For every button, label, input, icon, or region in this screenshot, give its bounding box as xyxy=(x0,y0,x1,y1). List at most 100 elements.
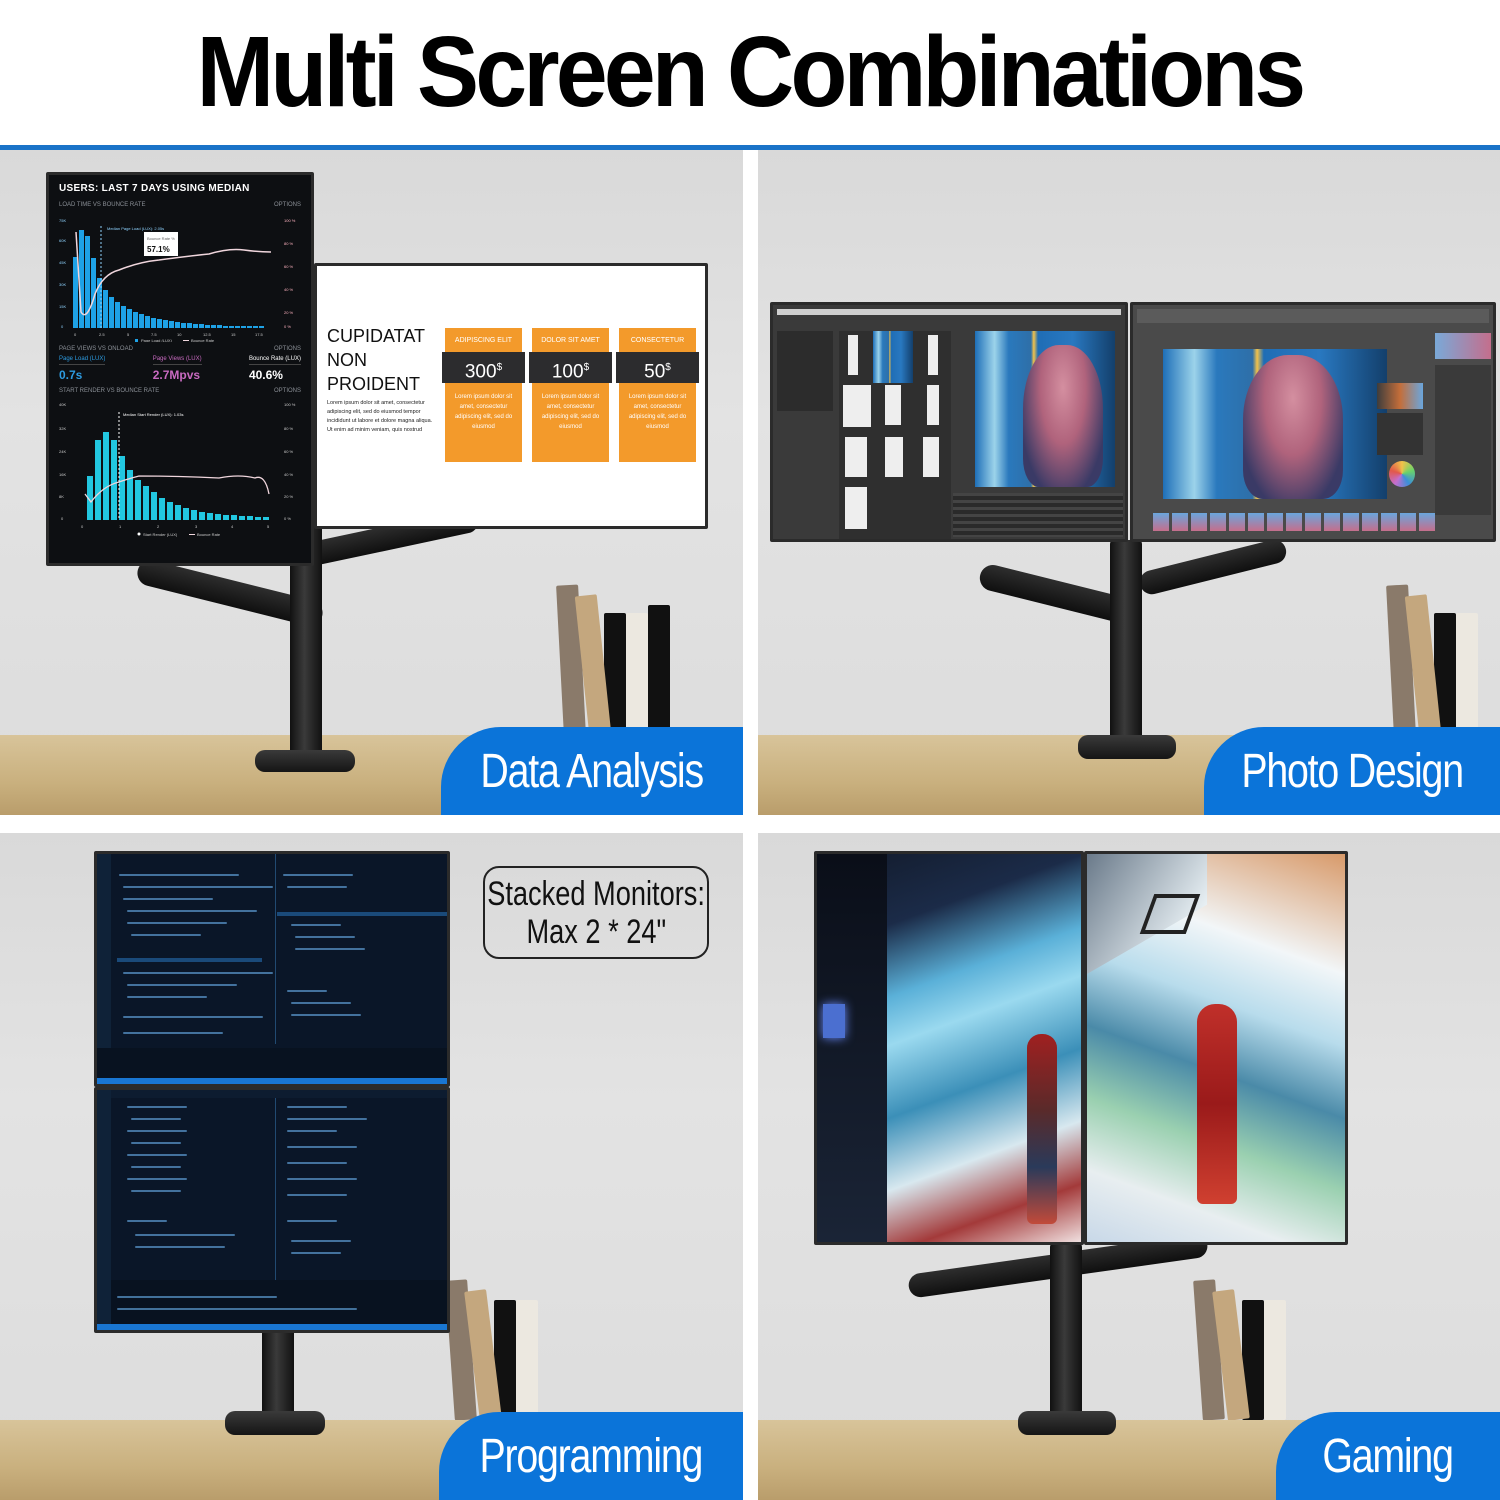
svg-text:20 %: 20 % xyxy=(284,494,294,499)
svg-text:100 %: 100 % xyxy=(284,218,296,223)
kpi-bounce-rate: Bounce Rate (LUX) 40.6% xyxy=(248,356,301,382)
svg-text:60 %: 60 % xyxy=(284,264,294,269)
page-title: Multi Screen Combinations xyxy=(197,16,1307,128)
svg-text:16K: 16K xyxy=(59,472,66,477)
panel-data-analysis: USERS: LAST 7 DAYS USING MEDIAN LOAD TIM… xyxy=(0,150,743,815)
mount-base xyxy=(1018,1411,1116,1435)
label-data-analysis: Data Analysis xyxy=(441,727,743,815)
svg-text:Bounce Rate: Bounce Rate xyxy=(191,338,215,342)
svg-text:80 %: 80 % xyxy=(284,241,294,246)
books xyxy=(445,1279,538,1421)
monitor-bottom xyxy=(94,1087,450,1333)
svg-text:5: 5 xyxy=(267,524,270,529)
svg-text:32K: 32K xyxy=(59,426,66,431)
kpi-row: Page Load (LUX) 0.7s Page Views (LUX) 2.… xyxy=(59,356,301,382)
svg-text:40 %: 40 % xyxy=(284,287,294,292)
monitor-left xyxy=(770,302,1128,542)
chart2-title: START RENDER VS BOUNCE RATE xyxy=(59,388,160,394)
svg-text:Median Page Load (LUX): 2.05s: Median Page Load (LUX): 2.05s xyxy=(107,226,164,231)
kpi-value: 40.6% xyxy=(248,368,283,382)
load-time-chart: Bounce Rate % 57.1% Median Page Load (LU… xyxy=(59,212,301,343)
card-body: Lorem ipsum dolor sit amet, consectetur … xyxy=(454,394,513,430)
kpi-label: Page Load (LUX) xyxy=(59,356,106,365)
svg-text:60 %: 60 % xyxy=(284,449,294,454)
start-render-chart-svg: Median Start Render (LUX): 1.03s 40K 32K 2… xyxy=(59,402,296,537)
game-scene-right xyxy=(1087,854,1345,1242)
card-heading: ADIPISCING ELIT xyxy=(454,337,513,344)
mount-base xyxy=(1078,735,1176,759)
svg-text:20 %: 20 % xyxy=(284,310,294,315)
mount-arm-left xyxy=(977,562,1129,624)
pricing-page: CUPIDATAT NON PROIDENT Lorem ipsum dolor… xyxy=(317,266,705,526)
svg-text:40K: 40K xyxy=(59,402,66,407)
label-photo-design: Photo Design xyxy=(1204,727,1500,815)
svg-text:24K: 24K xyxy=(59,449,66,454)
pricing-card[interactable]: ADIPISCING ELIT 300$ Lorem ipsum dolor s… xyxy=(442,328,525,462)
card-heading: DOLOR SIT AMET xyxy=(541,337,600,344)
svg-text:57.1%: 57.1% xyxy=(147,245,170,254)
books xyxy=(556,584,670,736)
pricing-title: CUPIDATAT NON PROIDENT xyxy=(327,326,425,394)
code-editor-bottom xyxy=(97,1090,447,1330)
svg-text:Bounce Rate %: Bounce Rate % xyxy=(147,236,175,241)
svg-text:80 %: 80 % xyxy=(284,426,294,431)
card-body: Lorem ipsum dolor sit amet, consectetur … xyxy=(541,394,600,430)
page-header: Multi Screen Combinations xyxy=(0,0,1500,145)
label-gaming: Gaming xyxy=(1276,1412,1500,1500)
svg-text:100 %: 100 % xyxy=(284,402,296,407)
kpi-value: 0.7s xyxy=(59,368,83,382)
svg-text:0 %: 0 % xyxy=(284,516,291,521)
svg-text:Bounce Rate: Bounce Rate xyxy=(197,532,221,537)
monitor-right-portrait xyxy=(1084,851,1348,1245)
pricing-card[interactable]: DOLOR SIT AMET 100$ Lorem ipsum dolor si… xyxy=(529,328,612,462)
panel-gaming: Gaming xyxy=(758,833,1500,1500)
mount-pole xyxy=(1110,540,1142,750)
load-time-chart-svg: Bounce Rate % 57.1% Median Page Load (LU… xyxy=(59,218,296,343)
header-divider xyxy=(0,145,1500,150)
svg-text:0: 0 xyxy=(61,324,64,329)
svg-text:Page Load (LUX): Page Load (LUX) xyxy=(141,338,173,342)
svg-text:3: 3 xyxy=(195,524,198,529)
monitor-top xyxy=(94,851,450,1087)
analytics-dashboard: USERS: LAST 7 DAYS USING MEDIAN LOAD TIM… xyxy=(49,175,311,563)
chart1-title: LOAD TIME VS BOUNCE RATE xyxy=(59,202,146,208)
panel-programming: Stacked Monitors: Max 2 * 24" Programmin… xyxy=(0,833,743,1500)
start-render-chart: Median Start Render (LUX): 1.03s 40K 32K 2… xyxy=(59,398,301,538)
svg-text:17.5: 17.5 xyxy=(255,332,264,337)
chart2-options[interactable]: OPTIONS xyxy=(273,388,301,394)
kpi-page-load: Page Load (LUX) 0.7s xyxy=(59,356,106,382)
card-heading: CONSECTETUR xyxy=(630,337,685,344)
svg-text:1: 1 xyxy=(119,524,122,529)
mount-pole xyxy=(1050,1243,1082,1423)
kpi-options[interactable]: OPTIONS xyxy=(273,346,301,352)
svg-text:0: 0 xyxy=(61,516,64,521)
kpi-page-views: Page Views (LUX) 2.7Mpvs xyxy=(152,356,202,382)
svg-text:5: 5 xyxy=(127,332,130,337)
photo-browser-app xyxy=(773,305,1125,539)
books xyxy=(1386,584,1478,736)
mount-arm-right xyxy=(1137,537,1289,597)
svg-text:60K: 60K xyxy=(59,238,66,243)
svg-text:2: 2 xyxy=(157,524,160,529)
filmstrip xyxy=(1153,513,1435,531)
card-price: 100$ xyxy=(529,352,612,383)
svg-text:10: 10 xyxy=(177,332,182,337)
svg-text:30K: 30K xyxy=(59,282,66,287)
pricing-card[interactable]: CONSECTETUR 50$ Lorem ipsum dolor sit am… xyxy=(616,328,699,462)
svg-text:12.5: 12.5 xyxy=(203,332,212,337)
svg-text:45K: 45K xyxy=(59,260,66,265)
svg-text:15K: 15K xyxy=(59,304,66,309)
stacked-monitors-callout: Stacked Monitors: Max 2 * 24" xyxy=(483,866,709,959)
kpi-title: PAGE VIEWS VS ONLOAD xyxy=(59,346,133,352)
svg-text:40 %: 40 % xyxy=(284,472,294,477)
chart1-options[interactable]: OPTIONS xyxy=(273,202,301,208)
svg-text:8K: 8K xyxy=(59,494,64,499)
code-editor-top xyxy=(97,854,447,1084)
label-programming: Programming xyxy=(439,1412,743,1500)
pricing-body: Lorem ipsum dolor sit amet, consectetur … xyxy=(327,400,433,433)
svg-text:0: 0 xyxy=(74,332,77,337)
svg-text:0: 0 xyxy=(81,524,84,529)
dashboard-heading: USERS: LAST 7 DAYS USING MEDIAN xyxy=(59,183,250,194)
svg-text:Median Start Render (LUX): 1.0: Median Start Render (LUX): 1.03s xyxy=(123,412,183,417)
mount-base xyxy=(225,1411,325,1435)
